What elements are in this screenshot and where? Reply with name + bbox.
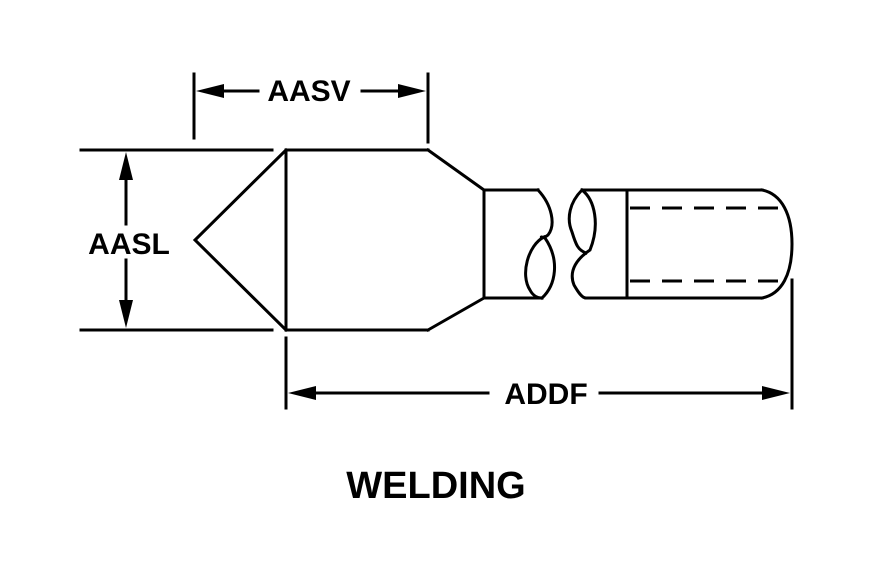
arrowhead-down-icon — [119, 300, 133, 328]
dimension-aasl: AASL — [79, 148, 274, 332]
arrowhead-left-icon — [288, 386, 316, 400]
diagram-title: WELDING — [346, 465, 525, 507]
arrowhead-right-icon — [762, 386, 790, 400]
break-symbol-right — [567, 187, 628, 300]
arrowhead-right-icon — [398, 84, 426, 98]
rounded-end — [760, 188, 794, 300]
electrode-part — [192, 147, 794, 333]
dimension-aasv: AASV — [192, 72, 430, 144]
conical-tip — [192, 147, 289, 333]
dimension-label-addf: ADDF — [504, 378, 587, 411]
arrowhead-up-icon — [119, 152, 133, 180]
dimension-label-aasl: AASL — [88, 228, 170, 261]
dimension-addf: ADDF — [284, 278, 794, 411]
break-symbol-left — [524, 187, 557, 301]
arrowhead-left-icon — [196, 84, 224, 98]
dimension-label-aasv: AASV — [267, 75, 350, 108]
taper-to-shank — [425, 147, 487, 333]
